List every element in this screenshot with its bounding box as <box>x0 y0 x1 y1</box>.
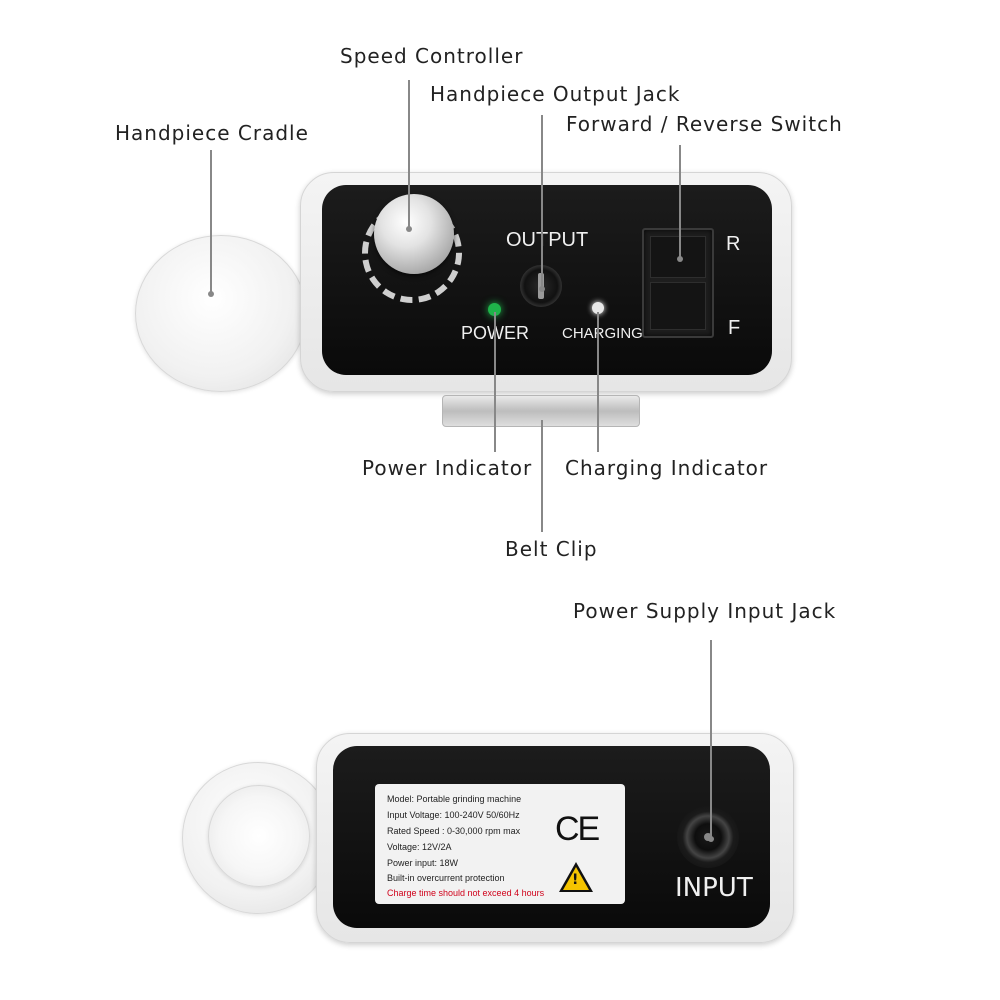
spec-voltage: Voltage: 12V/2A <box>387 842 452 852</box>
cradle-inner-ring <box>208 785 310 887</box>
input-label: INPUT <box>675 873 753 903</box>
forward-reverse-switch[interactable] <box>642 228 714 338</box>
output-label: OUTPUT <box>506 229 589 251</box>
charging-label: CHARGING <box>562 325 643 342</box>
spec-power-input: Power input: 18W <box>387 858 459 868</box>
callout-forward-reverse-switch: Forward / Reverse Switch <box>566 112 843 136</box>
callout-speed-controller: Speed Controller <box>340 44 524 68</box>
callout-power-indicator: Power Indicator <box>362 456 533 480</box>
switch-rocker-bottom <box>650 282 706 330</box>
power-led <box>488 303 501 316</box>
callout-power-supply-input-jack: Power Supply Input Jack <box>573 599 837 623</box>
front-control-panel: OUTPUT POWER CHARGING R F <box>322 185 772 375</box>
leader-dot <box>677 256 683 262</box>
callout-belt-clip: Belt Clip <box>505 537 598 561</box>
spec-label: Model: Portable grinding machine Input V… <box>375 784 625 904</box>
leader-output-jack <box>541 115 543 290</box>
leader-handpiece-cradle <box>210 150 212 295</box>
leader-power-indicator <box>494 312 496 452</box>
spec-charge-warning: Charge time should not exceed 4 hours <box>387 888 545 898</box>
warning-triangle-fill <box>563 867 589 890</box>
spec-protection: Built-in overcurrent protection <box>387 873 505 883</box>
handpiece-cradle <box>135 235 307 392</box>
leader-forward-reverse <box>679 145 681 260</box>
leader-dot <box>208 291 214 297</box>
callout-charging-indicator: Charging Indicator <box>565 456 769 480</box>
warning-exclamation: ! <box>572 872 579 888</box>
leader-dot <box>406 226 412 232</box>
reverse-label: R <box>726 233 741 255</box>
forward-label: F <box>728 317 741 339</box>
knob-icon[interactable] <box>374 194 454 274</box>
leader-speed-controller <box>408 80 410 230</box>
back-panel: Model: Portable grinding machine Input V… <box>333 746 770 928</box>
leader-power-supply-input <box>710 640 712 840</box>
ce-mark-icon: CE <box>555 810 600 848</box>
spec-rated-speed: Rated Speed : 0-30,000 rpm max <box>387 826 521 836</box>
handpiece-cradle-back <box>182 762 334 914</box>
leader-dot <box>539 286 545 292</box>
callout-handpiece-cradle: Handpiece Cradle <box>115 121 309 145</box>
charging-led <box>592 302 604 314</box>
warning-triangle-icon: ! <box>559 862 593 892</box>
spec-input-voltage: Input Voltage: 100-240V 50/60Hz <box>387 810 520 820</box>
leader-belt-clip <box>541 420 543 532</box>
leader-dot <box>708 836 714 842</box>
spec-model: Model: Portable grinding machine <box>387 794 522 804</box>
callout-handpiece-output-jack: Handpiece Output Jack <box>430 82 681 106</box>
leader-charging-indicator <box>597 312 599 452</box>
